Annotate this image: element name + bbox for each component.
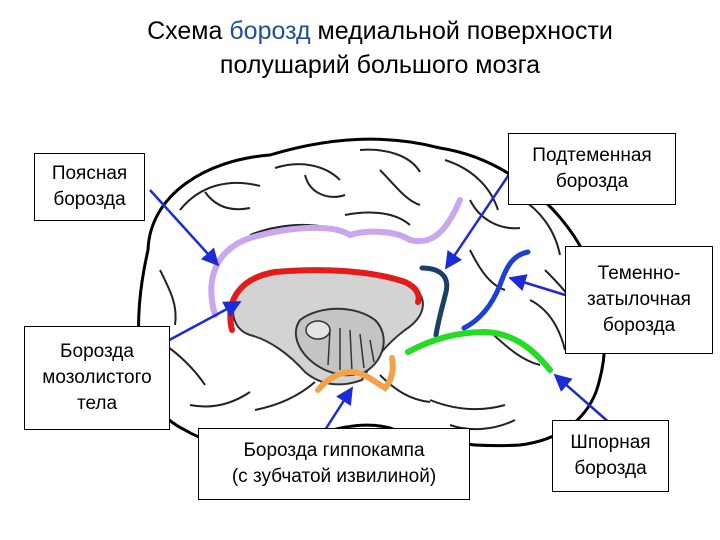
callosal-sulcus-line bbox=[227, 267, 422, 333]
title-line-1: Схема борозд медиальной поверхности bbox=[147, 17, 613, 45]
subparietal-sulcus-line bbox=[419, 265, 450, 338]
arrow-hippocampal bbox=[323, 386, 354, 431]
cingulate-sulcus-line bbox=[208, 197, 463, 318]
parieto-occipital-sulcus-line bbox=[461, 249, 531, 331]
fornix-oval bbox=[305, 320, 331, 340]
label-calcarine-sulcus: Шпорная борозда bbox=[552, 420, 669, 492]
title-highlight: борозд bbox=[229, 17, 311, 45]
diagram-title: Схема борозд медиальной поверхности полу… bbox=[80, 14, 680, 82]
label-parieto-occipital-sulcus: Теменно- затылочная борозда bbox=[565, 246, 713, 354]
arrow-subparietal bbox=[444, 169, 514, 270]
hippocampal-sulcus-line bbox=[315, 355, 396, 393]
calcarine-sulcus-line bbox=[405, 328, 553, 373]
thalamus-striations bbox=[327, 328, 375, 373]
title-line-2: полушарий большого мозга bbox=[219, 51, 541, 79]
arrow-callosal bbox=[159, 300, 242, 347]
arrow-parieto-occipital bbox=[508, 274, 576, 300]
label-callosal-sulcus: Борозда мозолистого тела bbox=[24, 326, 170, 430]
arrow-calcarine bbox=[553, 373, 613, 426]
pointer-arrows bbox=[149, 169, 613, 431]
label-cingulate-sulcus: Поясная борозда bbox=[34, 153, 145, 221]
arrow-cingulate bbox=[149, 189, 220, 267]
label-subparietal-sulcus: Подтеменная борозда bbox=[508, 133, 676, 205]
label-hippocampal-sulcus: Борозда гиппокампа (с зубчатой извилиной… bbox=[198, 428, 470, 500]
